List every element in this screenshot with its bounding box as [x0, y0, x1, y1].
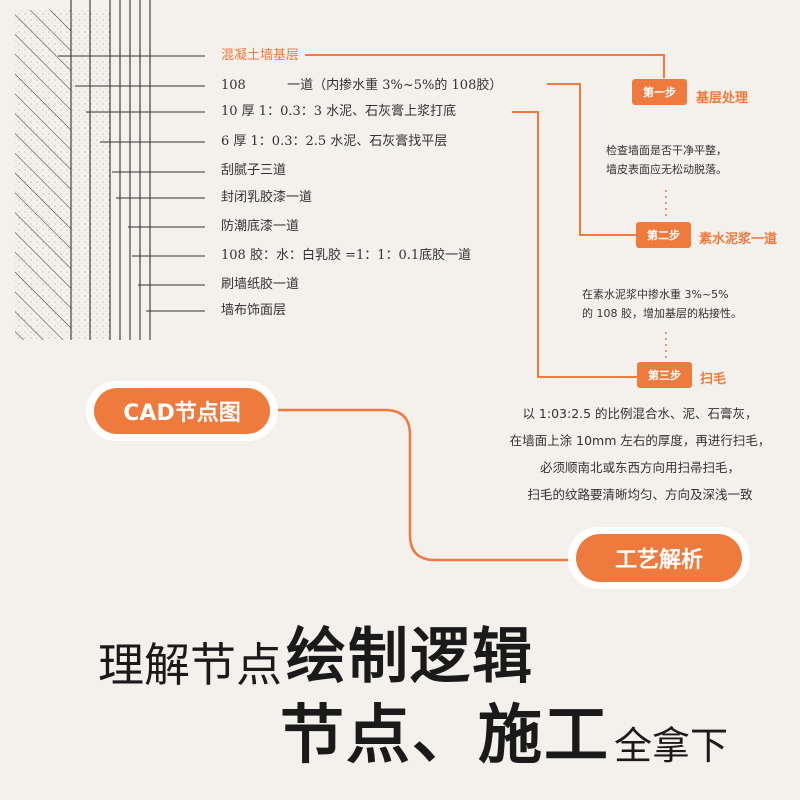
layer-label: 封闭乳胶漆一道 — [221, 190, 313, 205]
note-line: 检查墙面是否干净平整， — [606, 144, 727, 157]
note-line: 的 108 胶，增加基层的粘接性。 — [582, 307, 742, 320]
layer-label: 108 胶：水：白乳胶 =1：1：0.1底胶一道 — [221, 248, 472, 263]
layer-label: 刮腻子三道 — [221, 163, 287, 178]
layer-lines — [70, 0, 151, 340]
leader-lines — [58, 55, 205, 312]
note-line: 在墙面上涂 10mm 左右的厚度，再进行扫毛， — [509, 433, 771, 448]
headline-line-1: 理解节点 绘制逻辑 — [98, 622, 534, 695]
layer-label: 108 一道（内掺水重 3%~5%的 108胶） — [221, 78, 503, 93]
layer-label-concrete: 混凝土墙基层 — [221, 48, 300, 63]
headline-line-2: 节点、施工 全拿下 — [280, 698, 728, 776]
step-2-badge: 第二步 — [636, 222, 691, 248]
headline-regular: 全拿下 — [614, 724, 729, 768]
note-line: 墙皮表面应无松动脱落。 — [606, 163, 727, 176]
step-2-note: 在素水泥浆中掺水重 3%~5% 的 108 胶，增加基层的粘接性。 — [582, 285, 742, 323]
note-line: 以 1:03:2.5 的比例混合水、泥、石膏灰， — [522, 406, 758, 421]
note-line: 必须顺南北或东西方向用扫帚扫毛， — [539, 460, 740, 475]
layer-label: 6 厚 1：0.3：2.5 水泥、石灰膏找平层 — [221, 134, 448, 149]
cad-node-pill: CAD节点图 — [86, 381, 278, 441]
step-1-badge: 第一步 — [632, 79, 687, 105]
headline-bold: 绘制逻辑 — [286, 622, 534, 692]
note-line: 在素水泥浆中掺水重 3%~5% — [582, 288, 729, 301]
cad-node-label: CAD节点图 — [94, 388, 270, 434]
step-connectors — [275, 54, 665, 562]
step-3-badge: 第三步 — [637, 362, 692, 388]
layer-label: 刷墙纸胶一道 — [221, 277, 300, 292]
step-1-title: 基层处理 — [696, 91, 749, 106]
step-1-note: 检查墙面是否干净平整， 墙皮表面应无松动脱落。 — [606, 141, 727, 179]
craft-analysis-pill: 工艺解析 — [568, 527, 750, 589]
headline-bold: 节点、施工 — [280, 699, 610, 773]
layer-label: 防潮底漆一道 — [221, 219, 300, 234]
headline-regular: 理解节点 — [98, 638, 282, 692]
step-2-title: 素水泥浆一道 — [699, 232, 778, 247]
plaster-layer — [72, 10, 110, 340]
layer-label: 墙布饰面层 — [221, 303, 287, 318]
step-3-title: 扫毛 — [700, 372, 727, 387]
layer-label: 10 厚 1：0.3：3 水泥、石灰膏上浆打底 — [221, 104, 457, 119]
craft-analysis-label: 工艺解析 — [576, 534, 742, 582]
note-line: 扫毛的纹路要清晰均匀、方向及深浅一致 — [527, 487, 753, 502]
step-3-note: 以 1:03:2.5 的比例混合水、泥、石膏灰， 在墙面上涂 10mm 左右的厚… — [480, 400, 800, 508]
